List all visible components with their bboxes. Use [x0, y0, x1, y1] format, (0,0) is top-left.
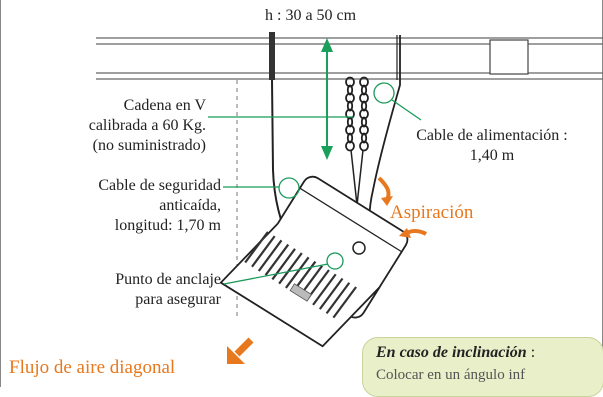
chain-link [346, 100, 354, 112]
chain-link [359, 140, 369, 152]
safety-cable-clamp [269, 32, 275, 80]
chain-link [359, 92, 369, 104]
grille-slat [244, 231, 269, 264]
heater-unit [219, 175, 409, 348]
chain-link [360, 100, 368, 112]
chain-link [345, 108, 355, 120]
airflow-label: Flujo de aire diagonal [9, 357, 176, 378]
chain-v-wire [350, 149, 364, 206]
anchor-label-line2: para asegurar [135, 291, 221, 308]
suction-arrow-top [377, 176, 391, 201]
grille-slat [325, 282, 351, 315]
chain-link [359, 76, 369, 88]
safety-label-line2: anticaída, [159, 197, 221, 214]
grille-slat [312, 273, 337, 306]
installation-diagram [96, 32, 603, 364]
grille-slat [264, 243, 290, 276]
grille-slat [332, 286, 357, 319]
safety-label: Cable de seguridad anticaída, longitud: … [41, 176, 221, 236]
safety-label-line3: longitud: 1,70 m [114, 217, 221, 234]
power-leader [391, 99, 422, 121]
chain-link [359, 108, 369, 120]
chain-label: Cadena en V calibrada a 60 Kg. (no sumin… [58, 96, 206, 156]
anchor-leader [223, 263, 329, 285]
chain-link [346, 132, 354, 144]
power-label-line2: 1,40 m [469, 147, 515, 164]
junction-box [489, 39, 529, 75]
chain-link [346, 84, 354, 96]
safety-label-line1: Cable de seguridad [98, 177, 221, 194]
inclination-note-title: En caso de inclinación : [376, 344, 535, 362]
chain-link [345, 140, 355, 152]
power-callout-circle [373, 82, 395, 104]
anchor-label: Punto de anclaje para asegurar [71, 270, 221, 310]
height-arrow [321, 38, 333, 160]
anchor-callout-circle [326, 252, 344, 270]
grille-slat [278, 252, 303, 285]
height-label: h : 30 a 50 cm [265, 7, 357, 24]
chain-link [345, 124, 355, 136]
hanging-ring [352, 241, 366, 255]
chain-link [360, 132, 368, 144]
anchor-point [289, 283, 312, 302]
power-label-line1: Cable de alimentación : [416, 127, 568, 144]
grille-slat [318, 277, 344, 310]
v-chain [345, 76, 369, 152]
chain-link [360, 84, 368, 96]
chain-label-line1: Cadena en V [123, 97, 206, 114]
note-title-text: En caso de inclinación [376, 344, 527, 361]
chain-link [345, 92, 355, 104]
chain-link [360, 116, 368, 128]
grille-slat [251, 235, 276, 268]
grille-slat [285, 256, 310, 289]
grille-slat [257, 239, 283, 272]
chain-label-line2: calibrada a 60 Kg. [88, 117, 206, 134]
airflow-arrow [227, 337, 254, 364]
power-label: Cable de alimentación : 1,40 m [389, 126, 595, 166]
suction-label: Aspiración [390, 202, 474, 223]
chain-link [359, 124, 369, 136]
note-title-separator: : [526, 344, 536, 361]
safety-callout-circle [278, 177, 300, 199]
chain-link [345, 76, 355, 88]
chain-label-line3: (no suministrado) [92, 137, 206, 154]
inclination-note-text: Colocar en un ángulo inf [376, 367, 526, 383]
anchor-label-line1: Punto de anclaje [115, 271, 221, 288]
